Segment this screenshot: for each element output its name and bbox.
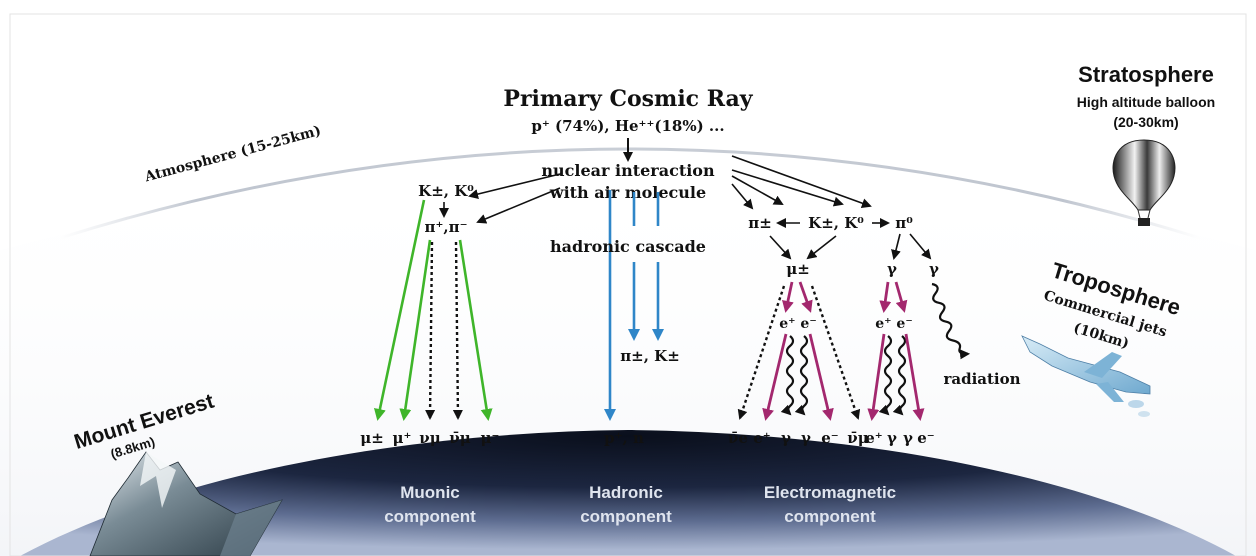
arrow-em-nu-mu <box>810 285 861 420</box>
em-product: γ <box>801 429 811 447</box>
em-pion-neutral: π⁰ <box>895 214 913 232</box>
em-radiation: radiation <box>943 370 1020 388</box>
earth-horizon <box>20 430 1236 556</box>
frame <box>9 13 1247 556</box>
arrow-gamma-pair-b <box>894 281 908 313</box>
arrow-pi0-to-gamma2 <box>909 233 932 260</box>
interaction-line2: with air molecule <box>549 183 706 202</box>
em-product: γ <box>903 429 913 447</box>
arrow-pion-to-muon <box>769 235 792 260</box>
em-products: ν̄e e⁺ γ γ e⁻ ν̄μ e⁺ γ γ e⁻ <box>728 429 935 447</box>
muonic-pions: π⁺,π⁻ <box>424 218 467 236</box>
interaction-line1: nuclear interaction <box>541 161 715 180</box>
em-label-2: component <box>784 507 876 526</box>
primary-composition: p⁺ (74%), He⁺⁺(18%) ... <box>531 117 724 135</box>
arrow-radiation-wave <box>931 282 971 360</box>
arrow-kaon-to-muon <box>806 235 837 260</box>
em-kaons: K±, K⁰ <box>808 214 864 232</box>
arrow-em-eminus-2 <box>904 333 925 421</box>
arrow-em-gamma-d <box>892 335 907 416</box>
arrow-em-gamma-a <box>780 335 795 416</box>
arrow-muonic-2 <box>399 239 432 421</box>
primary-title: Primary Cosmic Ray <box>503 86 753 112</box>
hadronic-label-2: component <box>580 507 672 526</box>
arrow-em-eminus-1 <box>808 333 834 421</box>
arrow-muonic-5 <box>458 239 493 421</box>
hadronic-label-1: Hadronic <box>589 483 663 502</box>
mountain-icon <box>89 451 283 556</box>
muonic-product: ν̄μ <box>449 429 470 447</box>
arrow-muonic-1 <box>373 199 426 421</box>
em-gamma2: γ <box>929 260 939 278</box>
em-product: γ <box>781 429 791 447</box>
balloon-icon <box>1112 139 1176 226</box>
muonic-label-2: component <box>384 507 476 526</box>
hadronic-secondary: π±, K± <box>620 347 680 365</box>
arrow-pi0-to-gamma1 <box>891 233 901 260</box>
muonic-products: μ± μ⁺ νμ ν̄μ μ⁻ <box>360 429 499 447</box>
arrow-muonic-4 <box>452 241 463 420</box>
arrow-to-pi0 <box>731 155 872 208</box>
arrow-muon-pair-a <box>782 281 794 313</box>
stratosphere-sub2: (20-30km) <box>1113 114 1178 130</box>
arrow-to-kaons-right <box>731 169 844 207</box>
arrow-gamma-pair-a <box>879 281 892 313</box>
em-product: γ <box>887 429 897 447</box>
muonic-label-1: Muonic <box>400 483 460 502</box>
airplane-icon <box>1021 335 1151 417</box>
arrow-em-eplus-2 <box>867 333 886 421</box>
muonic-kaons: K±, K⁰ <box>418 182 474 200</box>
atmosphere-boundary <box>59 147 1201 240</box>
em-product: e⁺ <box>865 429 882 447</box>
muonic-product: μ± <box>360 429 384 447</box>
arrow-to-pion-charged <box>731 183 754 210</box>
arrow-muon-pair-b <box>798 281 813 313</box>
hadronic-cascade: hadronic cascade <box>550 237 706 256</box>
em-product: ν̄e <box>728 429 748 447</box>
hadronic-final: p⁺, n <box>604 429 644 447</box>
arrow-em-gamma-c <box>878 335 893 416</box>
muonic-product: νμ <box>419 429 440 447</box>
arrow-em-nu-e <box>737 285 786 420</box>
muonic-product: μ⁻ <box>481 429 500 447</box>
em-gamma1: γ <box>887 260 897 278</box>
stratosphere-sub1: High altitude balloon <box>1077 94 1215 110</box>
em-label-1: Electromagnetic <box>764 483 896 502</box>
stratosphere-title: Stratosphere <box>1078 62 1214 87</box>
muonic-product: μ⁺ <box>393 429 412 447</box>
em-pair2: e⁺ e⁻ <box>875 316 912 332</box>
em-product: e⁺ <box>753 429 770 447</box>
em-product: ν̄μ <box>847 429 868 447</box>
em-product: e⁻ <box>821 429 838 447</box>
arrow-to-kaons-right-2 <box>731 175 784 205</box>
arrow-muonic-3 <box>425 241 436 420</box>
arrow-em-gamma-b <box>794 335 809 416</box>
em-muon: μ± <box>786 260 810 278</box>
arrow-to-kaons-left <box>468 173 561 199</box>
arrow-to-pions-left <box>476 187 561 224</box>
em-pair1: e⁺ e⁻ <box>779 316 816 332</box>
atmosphere-haze <box>0 165 1256 556</box>
arrow-em-eplus-1 <box>762 333 788 421</box>
em-pion-charged: π± <box>748 214 772 232</box>
em-product: e⁻ <box>917 429 934 447</box>
